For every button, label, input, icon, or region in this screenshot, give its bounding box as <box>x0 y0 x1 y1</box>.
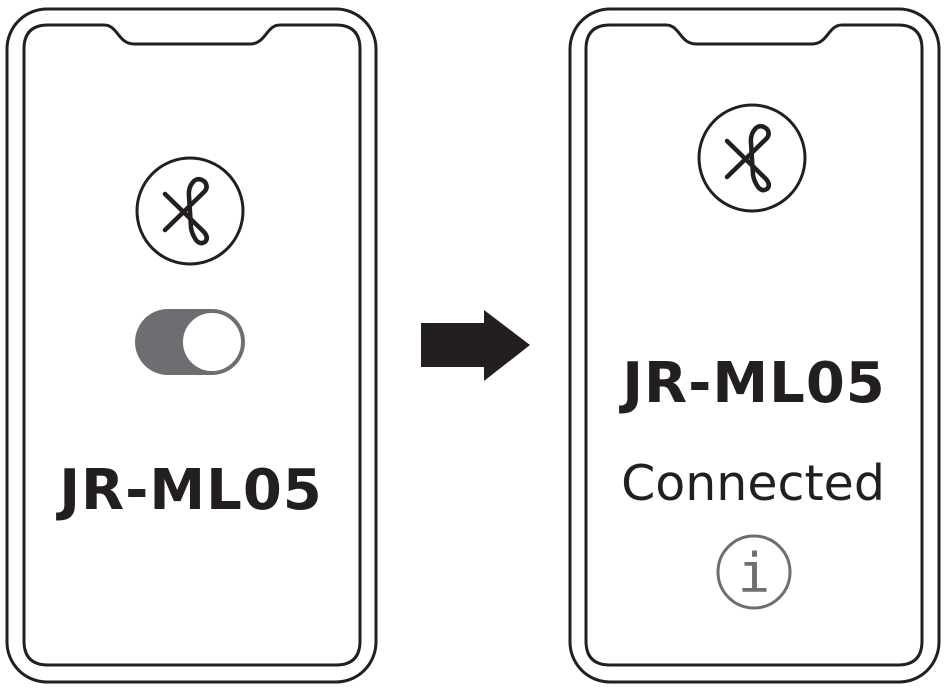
connection-status-text: Connected <box>621 455 885 512</box>
right-arrow-icon <box>421 310 530 381</box>
right-phone-screen <box>584 23 924 667</box>
right-phone: JR-ML05 Connected i <box>568 7 941 684</box>
left-phone-screen <box>22 23 362 667</box>
left-phone-outer-frame <box>5 7 378 684</box>
right-bluetooth-icon <box>697 103 807 213</box>
toggle-knob <box>181 311 243 373</box>
right-phone-outer-frame <box>568 7 941 684</box>
left-bluetooth-icon <box>135 156 245 266</box>
info-icon-glyph: i <box>738 542 771 605</box>
left-phone: JR-ML05 <box>5 7 378 684</box>
bluetooth-toggle-switch[interactable] <box>135 309 245 375</box>
right-device-name: JR-ML05 <box>618 351 886 416</box>
info-icon[interactable]: i <box>716 534 792 610</box>
left-device-name: JR-ML05 <box>55 458 323 523</box>
